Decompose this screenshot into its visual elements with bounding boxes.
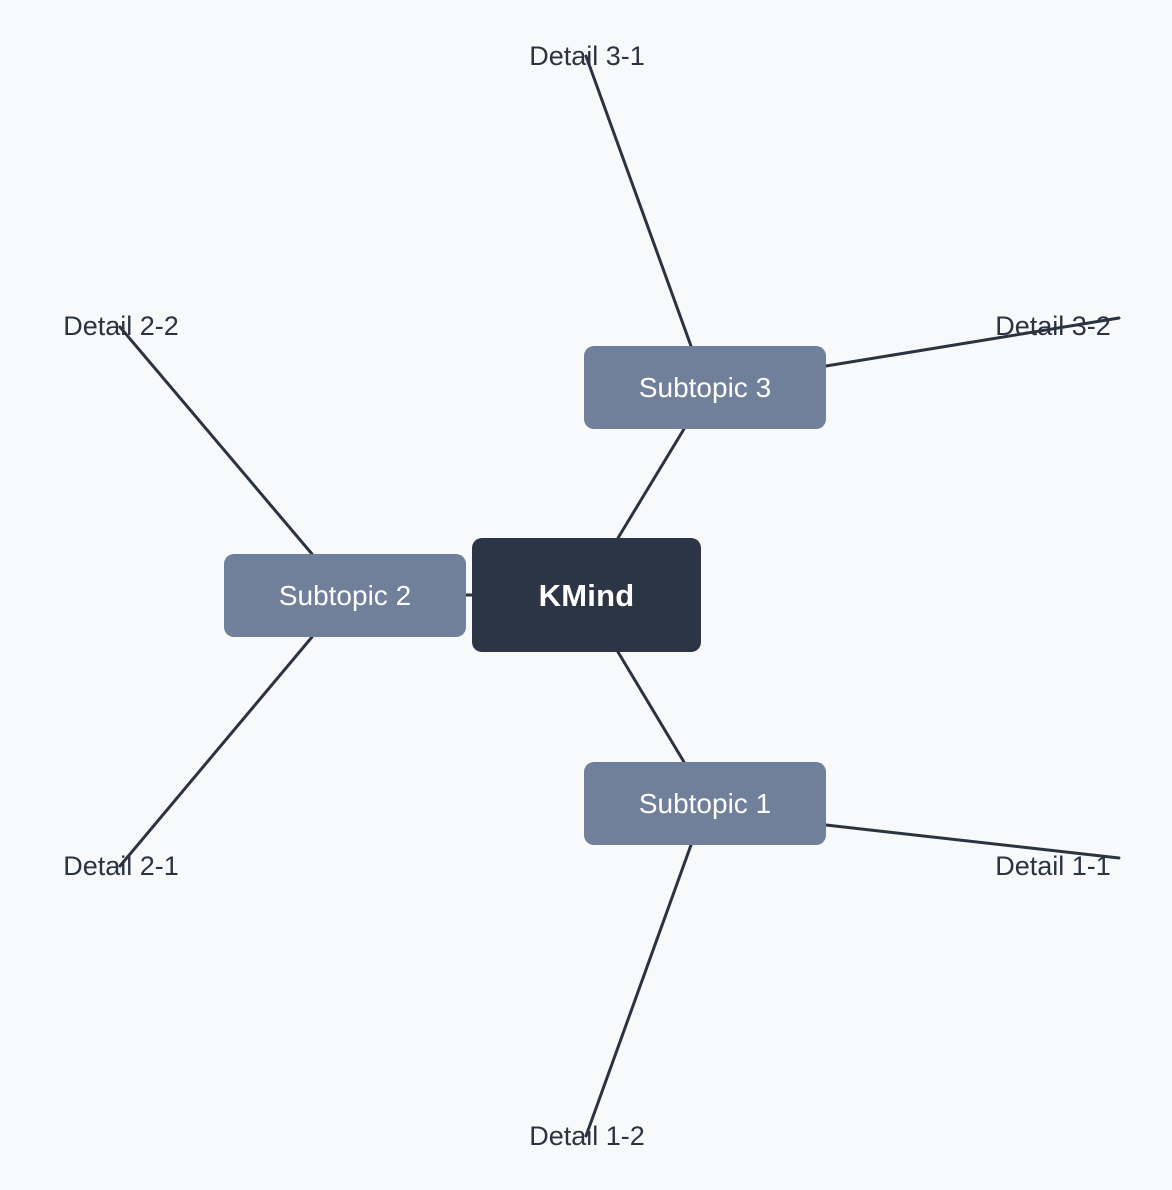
node-label-subtopic-3: Subtopic 3	[638, 371, 772, 403]
node-detail-1-2[interactable]: Detail 1-2	[521, 1119, 653, 1153]
edge-root-subtopic-1	[616, 650, 686, 764]
node-label-root: KMind	[538, 577, 635, 613]
node-detail-2-2[interactable]: Detail 2-2	[55, 309, 187, 343]
node-detail-3-2[interactable]: Detail 3-2	[987, 309, 1119, 343]
edge-subtopic-1-detail-1-2	[584, 843, 693, 1138]
node-label-detail-2-2: Detail 2-2	[63, 310, 179, 341]
node-detail-1-1[interactable]: Detail 1-1	[987, 849, 1119, 883]
node-subtopic-1[interactable]: Subtopic 1	[584, 762, 826, 845]
edge-subtopic-2-detail-2-2	[118, 325, 314, 556]
node-root[interactable]: KMind	[472, 538, 701, 652]
node-detail-3-1[interactable]: Detail 3-1	[521, 39, 653, 73]
edge-subtopic-3-detail-3-1	[584, 54, 693, 348]
node-label-detail-1-2: Detail 1-2	[529, 1120, 645, 1151]
node-label-detail-3-1: Detail 3-1	[529, 40, 645, 71]
node-label-detail-2-1: Detail 2-1	[63, 850, 179, 881]
node-subtopic-2[interactable]: Subtopic 2	[224, 554, 466, 637]
edge-subtopic-2-detail-2-1	[118, 635, 314, 868]
node-detail-2-1[interactable]: Detail 2-1	[55, 849, 187, 883]
node-label-detail-1-1: Detail 1-1	[995, 850, 1111, 881]
node-label-detail-3-2: Detail 3-2	[995, 310, 1111, 341]
edge-root-subtopic-3	[616, 427, 686, 540]
node-label-subtopic-1: Subtopic 1	[638, 787, 772, 819]
node-label-subtopic-2: Subtopic 2	[278, 579, 412, 611]
node-subtopic-3[interactable]: Subtopic 3	[584, 346, 826, 429]
